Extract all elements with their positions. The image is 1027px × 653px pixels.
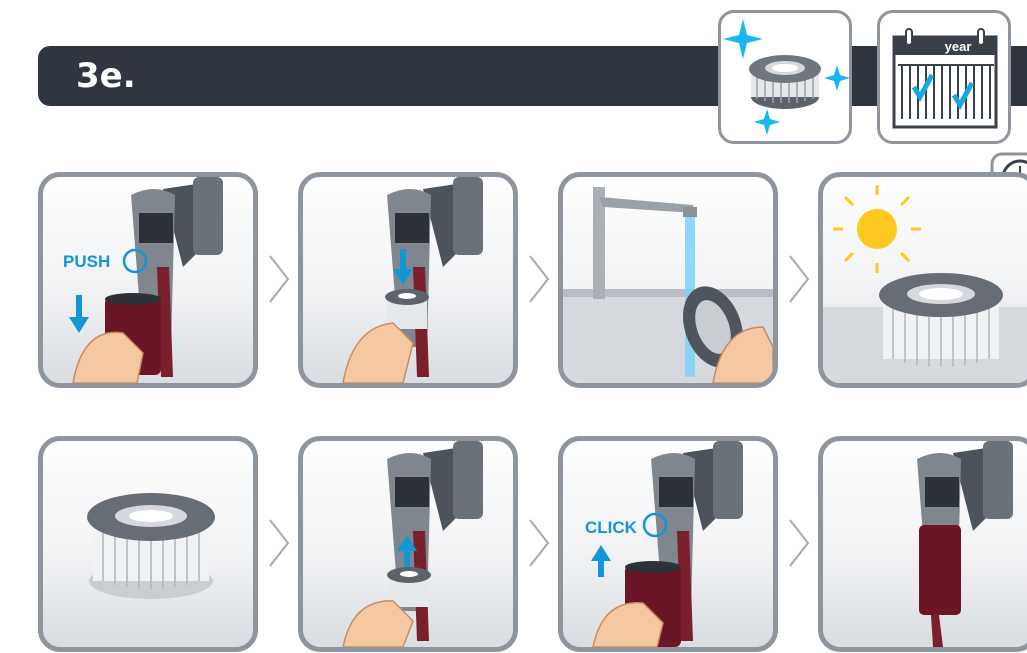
chevron-right-icon: [528, 254, 550, 304]
push-label: PUSH: [63, 252, 110, 271]
panel-dry-filter-sun: [818, 172, 1027, 388]
clean-filter-icon: [718, 10, 852, 144]
panel-insert-filter: [298, 436, 518, 652]
panel-attach-dust-container: CLICK: [558, 436, 778, 652]
chevron-right-icon: [788, 254, 810, 304]
chevron-right-icon: [268, 254, 290, 304]
click-label: CLICK: [585, 518, 638, 537]
panel-remove-dust-container: PUSH: [38, 172, 258, 388]
panel-remove-filter: [298, 172, 518, 388]
chevron-right-icon: [788, 518, 810, 568]
panel-assembled: [818, 436, 1027, 652]
panel-dry-filter: [38, 436, 258, 652]
panel-rinse-filter: [558, 172, 778, 388]
calendar-icon: year: [877, 10, 1011, 144]
chevron-right-icon: [268, 518, 290, 568]
chevron-right-icon: [528, 518, 550, 568]
step-label: 3e.: [76, 56, 136, 96]
calendar-year-label: year: [945, 39, 972, 54]
